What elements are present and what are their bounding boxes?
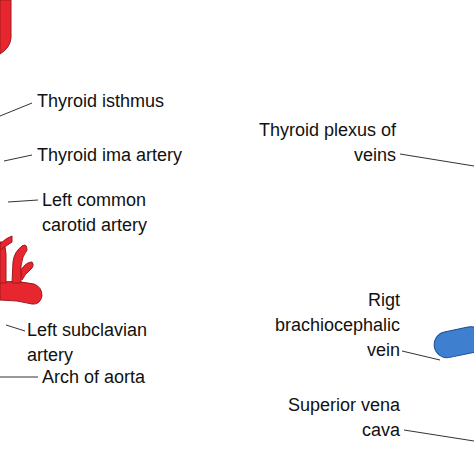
leader-line <box>8 200 38 202</box>
leader-line <box>4 155 32 161</box>
brachiocephalic-vein-shape <box>432 324 474 360</box>
artery-branch <box>21 262 33 280</box>
leader-line <box>0 103 32 116</box>
structure-label: Thyroid plexus of veins <box>236 118 396 168</box>
structure-label: Superior vena cava <box>250 393 400 443</box>
artery-branch <box>12 245 27 283</box>
artery-shape <box>0 0 11 54</box>
structure-label: Rigt brachiocephalic vein <box>258 288 400 363</box>
leader-lines <box>0 103 474 441</box>
leader-line <box>402 351 440 360</box>
leader-line <box>400 154 474 166</box>
structure-label: Arch of aorta <box>42 365 242 390</box>
leader-line <box>404 430 474 441</box>
structure-label: Left subclavian artery <box>27 318 167 368</box>
subclavian-artery-shape <box>0 281 42 304</box>
leader-line <box>0 377 38 378</box>
structure-label: Thyroid isthmus <box>37 89 237 114</box>
leader-line <box>6 325 25 331</box>
structure-label: Thyroid ima artery <box>37 143 237 168</box>
artery-branch <box>0 236 12 250</box>
structure-label: Left common carotid artery <box>42 188 202 238</box>
vein-shape <box>432 324 474 360</box>
